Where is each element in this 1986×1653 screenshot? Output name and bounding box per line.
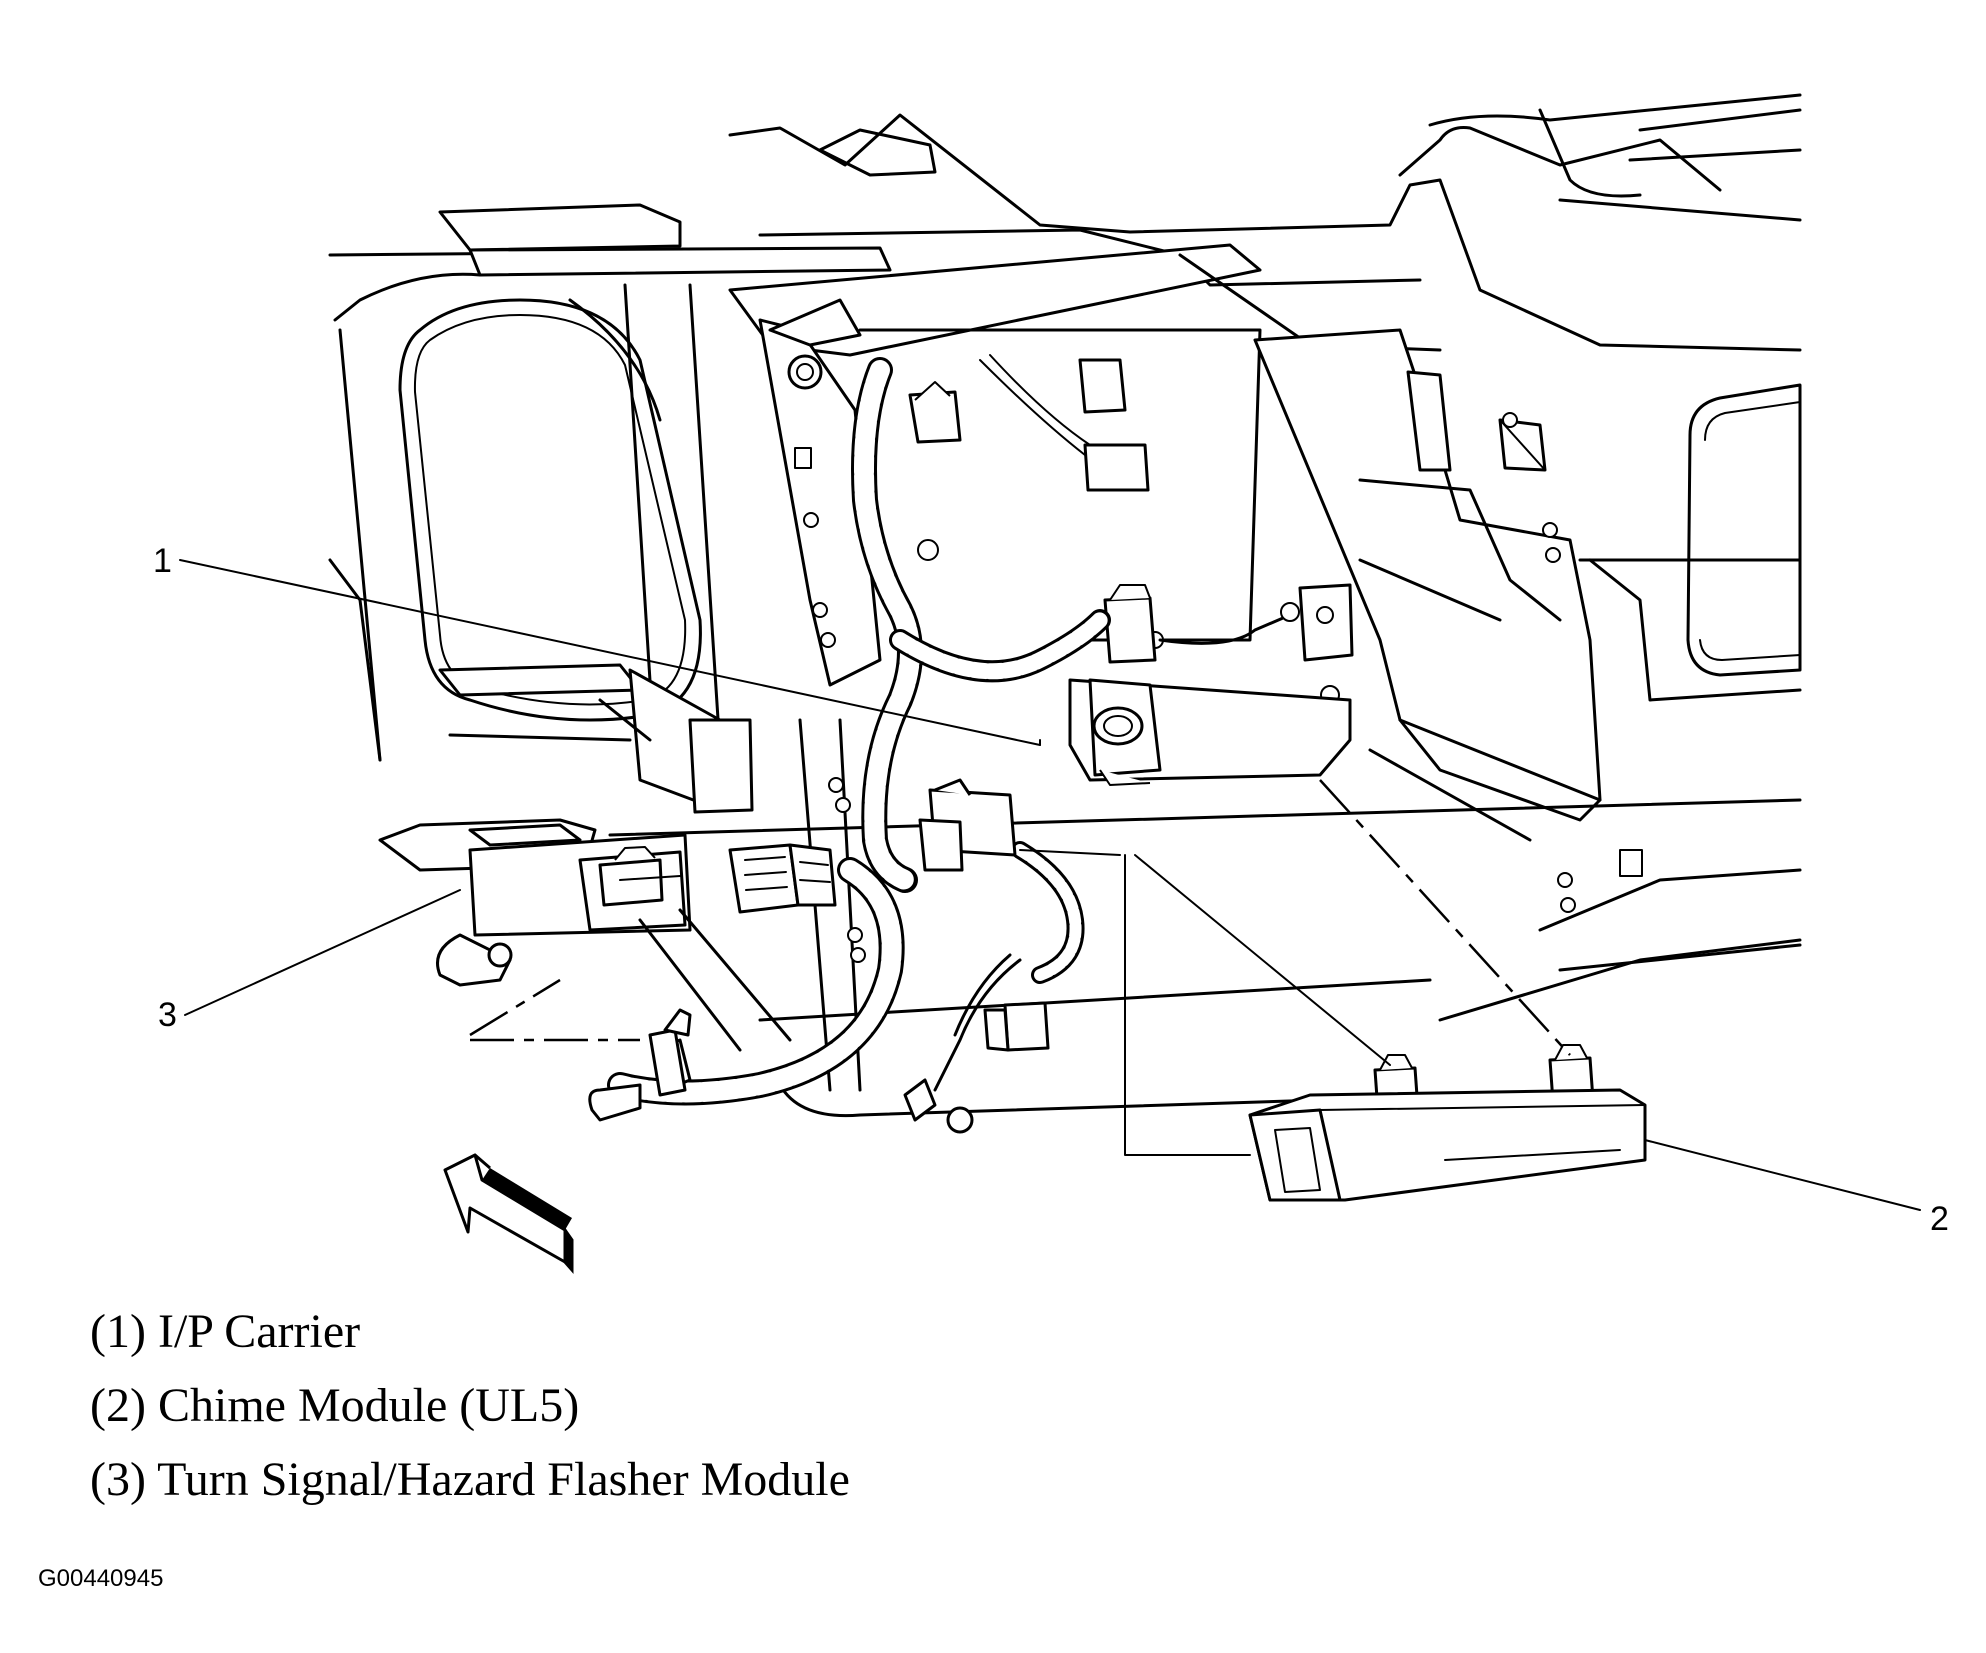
callout-1: 1 <box>153 542 172 580</box>
dash-left-structure <box>328 203 892 762</box>
dashed-guides <box>1019 779 1571 1156</box>
mounting-clip <box>469 908 792 1097</box>
flasher-module <box>378 663 754 987</box>
legend-item-ip-carrier: (1) I/P Carrier <box>90 1305 361 1358</box>
wiring-harness <box>607 357 1111 1134</box>
callout-2: 2 <box>1930 1200 1949 1238</box>
legend-item-flasher-module: (3) Turn Signal/Hazard Flasher Module <box>90 1453 850 1506</box>
chime-module <box>1248 1088 1647 1202</box>
steering-support-bracket <box>1068 583 1354 786</box>
upper-connectors <box>908 354 1150 492</box>
ip-carrier-frame <box>608 298 1802 1118</box>
legend-item-chime-module: (2) Chime Module (UL5) <box>90 1379 580 1432</box>
callout-leaders <box>179 559 1921 1211</box>
component-legend: (1) I/P Carrier (2) Chime Module (UL5) (… <box>90 1295 850 1517</box>
forward-arrow-icon <box>443 1153 574 1274</box>
figure-id: G00440945 <box>38 1565 164 1592</box>
harness-connectors <box>588 778 1050 1122</box>
callout-3: 3 <box>158 996 177 1034</box>
